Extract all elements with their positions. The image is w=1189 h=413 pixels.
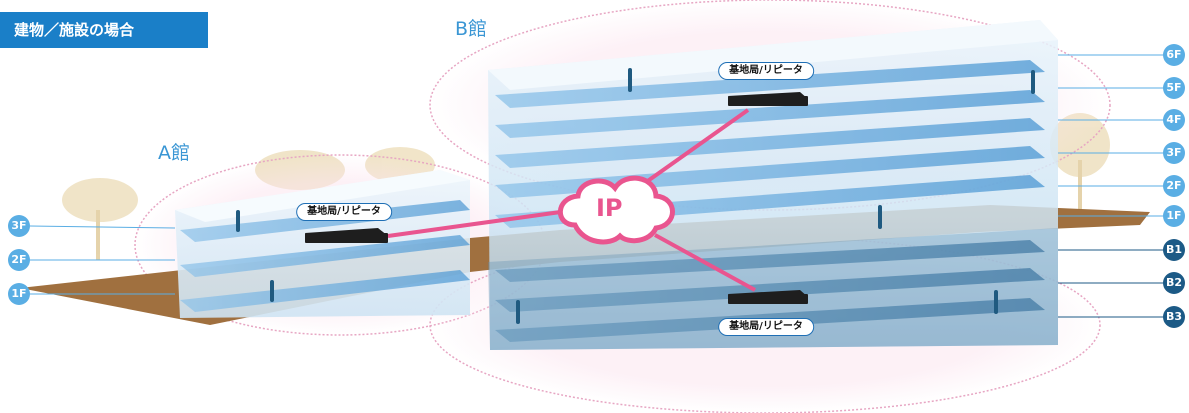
ip-links: [387, 108, 756, 292]
floor-badge-a-1f: 1F: [8, 283, 30, 305]
floor-badge-b-4f: 4F: [1163, 109, 1185, 131]
floor-badge-b-5f: 5F: [1163, 77, 1185, 99]
floor-badge-a-2f: 2F: [8, 249, 30, 271]
floor-badge-b-1f: 1F: [1163, 205, 1185, 227]
section-title-tag: 建物／施設の場合: [0, 12, 208, 48]
building-a-title: A館: [158, 142, 190, 164]
building-b-title: B館: [455, 18, 488, 40]
floor-badge-b-2f: 2F: [1163, 175, 1185, 197]
device-badge-building-b-lower: 基地局/リピータ: [718, 318, 814, 336]
floor-badge-a-3f: 3F: [8, 215, 30, 237]
floor-badge-b-3f: 3F: [1163, 142, 1185, 164]
device-badge-building-a: 基地局/リピータ: [296, 203, 392, 221]
floor-badge-b-b1: B1: [1163, 239, 1185, 261]
floor-leader-lines: [29, 54, 1166, 318]
device-badge-building-b-upper: 基地局/リピータ: [718, 62, 814, 80]
ip-label: IP: [596, 194, 623, 222]
floor-badge-b-b2: B2: [1163, 272, 1185, 294]
ip-cloud: [557, 175, 675, 245]
people: [236, 68, 1035, 324]
floor-badge-b-b3: B3: [1163, 306, 1185, 328]
network-devices: [305, 92, 808, 304]
floor-badge-b-6f: 6F: [1163, 44, 1185, 66]
building-a-body: [175, 170, 470, 318]
